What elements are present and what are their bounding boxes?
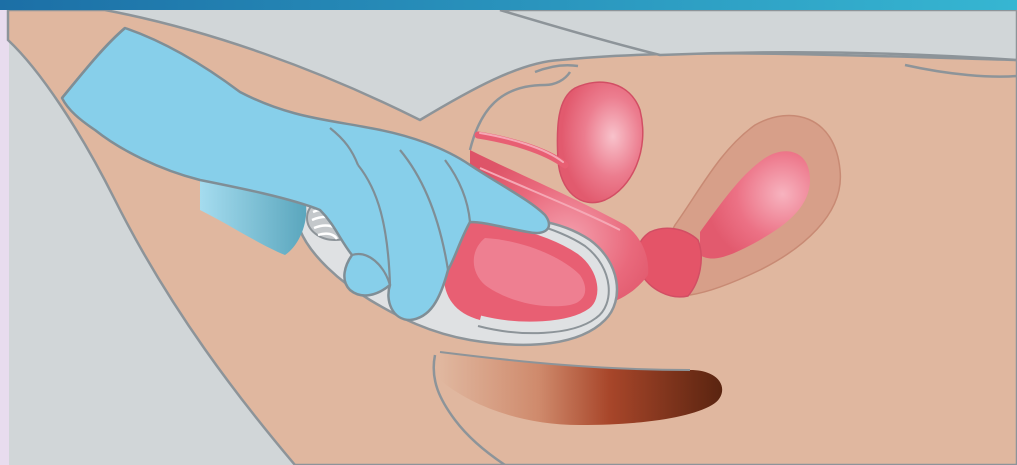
top-accent-bar	[0, 0, 1017, 10]
left-edge-strip	[0, 0, 9, 465]
